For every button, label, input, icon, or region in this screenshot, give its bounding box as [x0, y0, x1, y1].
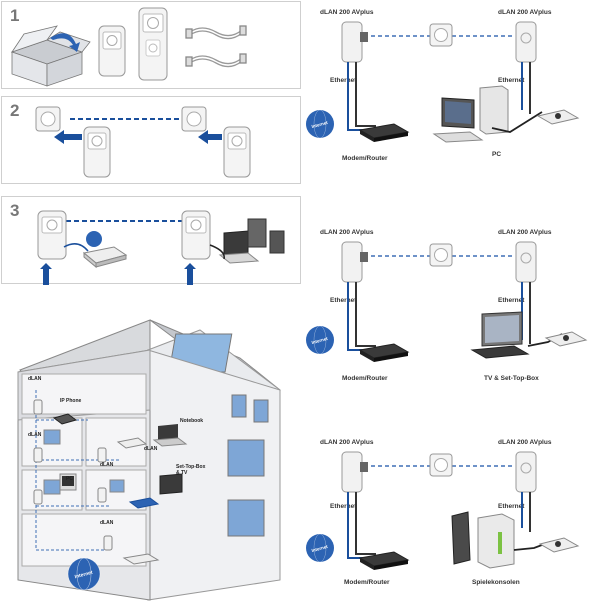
pc-icon — [432, 85, 580, 143]
step-3-panel: 3 — [1, 196, 301, 285]
adapter-left-label: dLAN 200 AVplus — [320, 229, 374, 236]
ethernet-left-label: Ethernet — [330, 503, 357, 510]
adapter-icon — [223, 126, 251, 178]
house-label-dlan-4: dLAN — [100, 462, 114, 468]
router-icon — [63, 231, 128, 269]
tv-settop-icon — [470, 311, 588, 359]
adapter-right-label: dLAN 200 AVplus — [498, 439, 552, 446]
house-label-dlan-3: dLAN — [144, 446, 158, 452]
house-label-tv: & TV — [176, 470, 188, 476]
adapter-icon — [138, 7, 168, 81]
house-notebook-icon — [152, 424, 188, 447]
left-device-label: Modem/Router — [344, 579, 390, 586]
step-3-illustration — [37, 210, 285, 285]
house-tv-icon — [128, 473, 183, 509]
inner-windows — [43, 429, 125, 495]
adapter-right-icon — [515, 241, 537, 283]
house-label-dlan-1: dLAN — [28, 376, 42, 382]
step-3-number: 3 — [10, 201, 20, 220]
house-label-dlan-2: dLAN — [28, 432, 42, 438]
house-internet-label: Internet — [74, 570, 94, 581]
wall-socket-icon — [429, 23, 453, 47]
house-label-dlan-5: dLAN — [100, 520, 114, 526]
ethernet-right-label: Ethernet — [498, 297, 525, 304]
house-illustration: dLAN IP Phone Notebook dLAN dLAN dLAN Se… — [17, 319, 281, 601]
adapter-left-label: dLAN 200 AVplus — [320, 439, 374, 446]
adapter-right-icon — [515, 451, 537, 493]
wall-windows — [227, 394, 269, 537]
right-device-label: Spielekonsolen — [472, 579, 520, 586]
house-label-notebook: Notebook — [180, 418, 203, 424]
ethernet-left-label: Ethernet — [330, 77, 357, 84]
adapter-icon — [181, 210, 211, 260]
house-internet-globe-icon — [67, 557, 101, 591]
modem-router-icon — [358, 123, 410, 142]
house-label-settop: Set-Top-Box — [176, 464, 206, 470]
right-device-label: PC — [492, 151, 501, 158]
left-device-label: Modem/Router — [342, 155, 388, 162]
step-2-illustration — [35, 106, 251, 178]
adapter-right-icon — [515, 21, 537, 63]
adapter-right-label: dLAN 200 AVplus — [498, 9, 552, 16]
wall-socket-icon — [429, 243, 453, 267]
adapter-left-icon — [341, 451, 368, 493]
step-1-panel: 1 — [1, 1, 301, 89]
house-router-icon — [122, 553, 160, 565]
scenario-tv: dLAN 200 AVplus dLAN 200 AVplus Ethernet… — [306, 229, 588, 382]
ethernet-left-label: Ethernet — [330, 297, 357, 304]
scenario-console: dLAN 200 AVplus dLAN 200 AVplus Ethernet… — [306, 439, 580, 586]
adapter-icon — [37, 210, 67, 260]
modem-router-icon — [358, 551, 410, 570]
internet-globe-icon: Internet — [306, 109, 334, 139]
adapter-icon — [83, 126, 111, 178]
internet-label: Internet — [311, 120, 329, 129]
step-1-illustration — [10, 7, 247, 87]
house-wifi-router-icon — [116, 437, 148, 449]
step-2-panel: 2 — [1, 96, 301, 184]
house-pc-icon — [59, 473, 77, 491]
internet-globe-icon: Internet — [306, 325, 334, 355]
laptop-icon — [209, 218, 285, 264]
left-device-label: Modem/Router — [342, 375, 388, 382]
internet-label: Internet — [311, 336, 329, 345]
adapter-left-icon — [341, 241, 368, 283]
wall-socket-icon — [35, 106, 61, 132]
package-box-icon — [10, 25, 91, 87]
ethernet-right-label: Ethernet — [498, 77, 525, 84]
arrow-left-icon — [54, 130, 222, 144]
house-ip-phone-icon — [52, 413, 78, 425]
game-console-icon — [451, 511, 580, 569]
wall-socket-icon — [429, 453, 453, 477]
house-label-pc: PC — [66, 476, 73, 482]
adapter-left-icon — [341, 21, 368, 63]
adapter-right-label: dLAN 200 AVplus — [498, 229, 552, 236]
adapter-left-label: dLAN 200 AVplus — [320, 9, 374, 16]
internet-label: Internet — [311, 544, 329, 553]
cable-icon — [185, 25, 247, 68]
step-2-number: 2 — [10, 101, 20, 120]
scenario-pc: dLAN 200 AVplus dLAN 200 AVplus Ethernet… — [306, 9, 580, 162]
modem-router-icon — [358, 343, 410, 362]
house-label-ip-phone: IP Phone — [60, 398, 82, 404]
step-1-number: 1 — [10, 6, 20, 25]
house-adapter-icon — [33, 399, 113, 551]
right-device-label: TV & Set-Top-Box — [484, 375, 539, 382]
arrow-up-icon — [40, 263, 196, 285]
internet-globe-icon: Internet — [306, 533, 334, 563]
wall-socket-icon — [181, 106, 207, 132]
ethernet-right-label: Ethernet — [498, 503, 525, 510]
adapter-icon — [98, 25, 126, 77]
